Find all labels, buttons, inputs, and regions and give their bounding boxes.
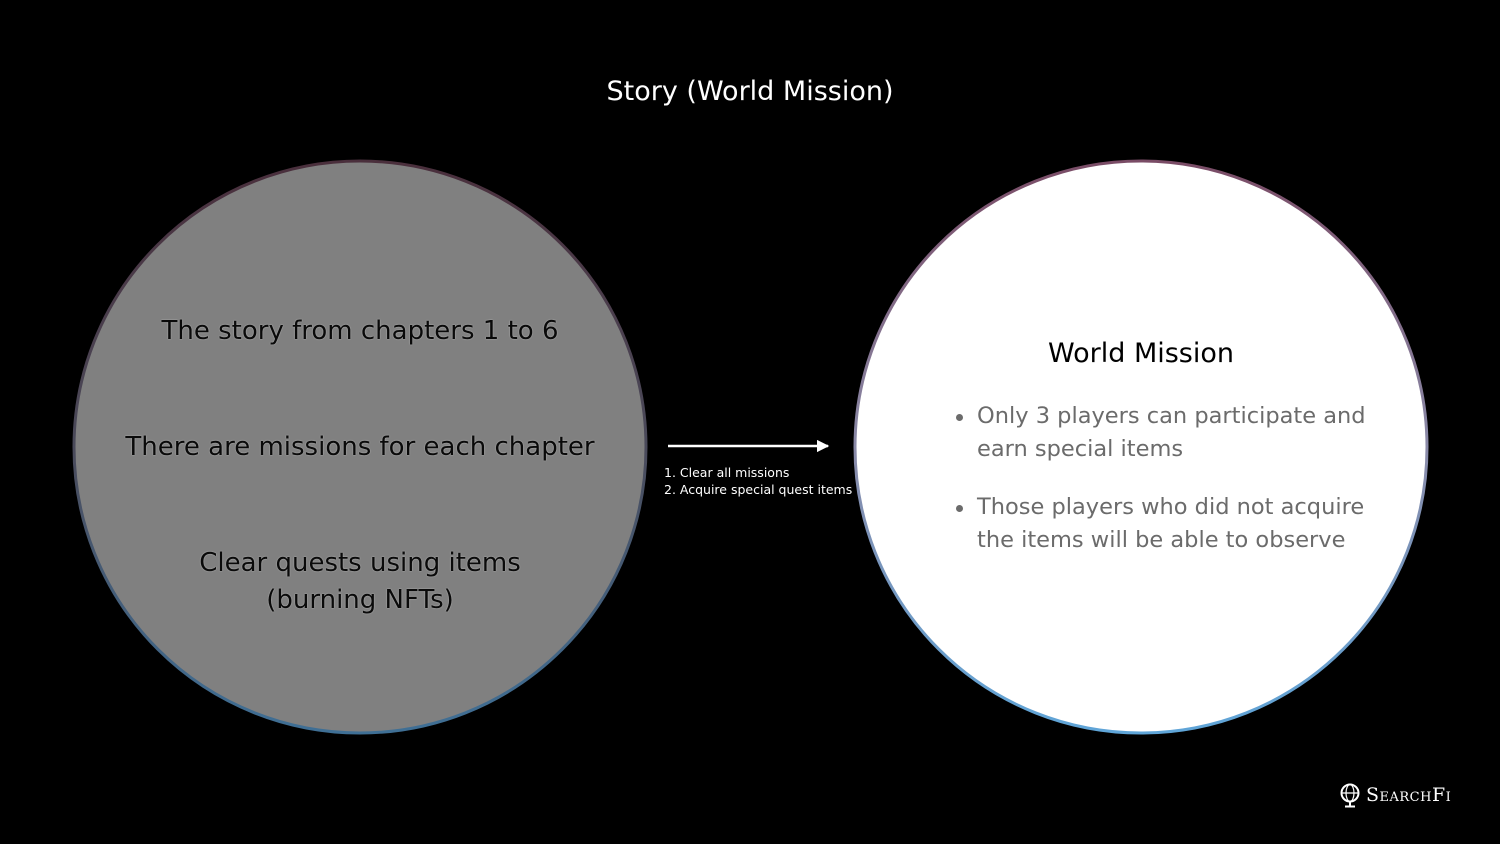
bullet-item: Those players who did not acquire the it… — [952, 491, 1372, 557]
page-title: Story (World Mission) — [606, 76, 894, 107]
searchfi-logo: SearchFi — [1338, 780, 1451, 810]
magnifier-globe-icon — [1340, 783, 1360, 808]
bullet-1-line-1: Only 3 players can participate and — [977, 403, 1366, 429]
left-circle-line-3b: (burning NFTs) — [266, 585, 454, 615]
arrow-note-1: 1. Clear all missions — [664, 465, 790, 480]
logo-text: SearchFi — [1366, 784, 1452, 806]
right-circle — [853, 159, 1429, 735]
arrow-notes: 1. Clear all missions 2. Acquire special… — [664, 464, 852, 498]
bullet-1-line-2: earn special items — [977, 436, 1184, 462]
bullet-dot-icon — [956, 414, 963, 421]
arrow-note-2: 2. Acquire special quest items — [664, 482, 853, 497]
left-circle-line-1: The story from chapters 1 to 6 — [161, 316, 559, 346]
left-circle — [72, 159, 648, 735]
bullet-2-line-1: Those players who did not acquire — [977, 494, 1365, 520]
left-circle-line-2: There are missions for each chapter — [125, 432, 595, 462]
bullet-dot-icon — [956, 505, 963, 512]
right-circle-title: World Mission — [1047, 338, 1235, 369]
bullet-2-line-2: the items will be able to observe — [977, 527, 1346, 553]
right-circle-bullets: Only 3 players can participate and earn … — [952, 400, 1372, 582]
left-circle-line-3: Clear quests using items (burning NFTs) — [80, 545, 640, 619]
left-circle-line-3a: Clear quests using items — [199, 548, 521, 578]
bullet-item: Only 3 players can participate and earn … — [952, 400, 1372, 466]
